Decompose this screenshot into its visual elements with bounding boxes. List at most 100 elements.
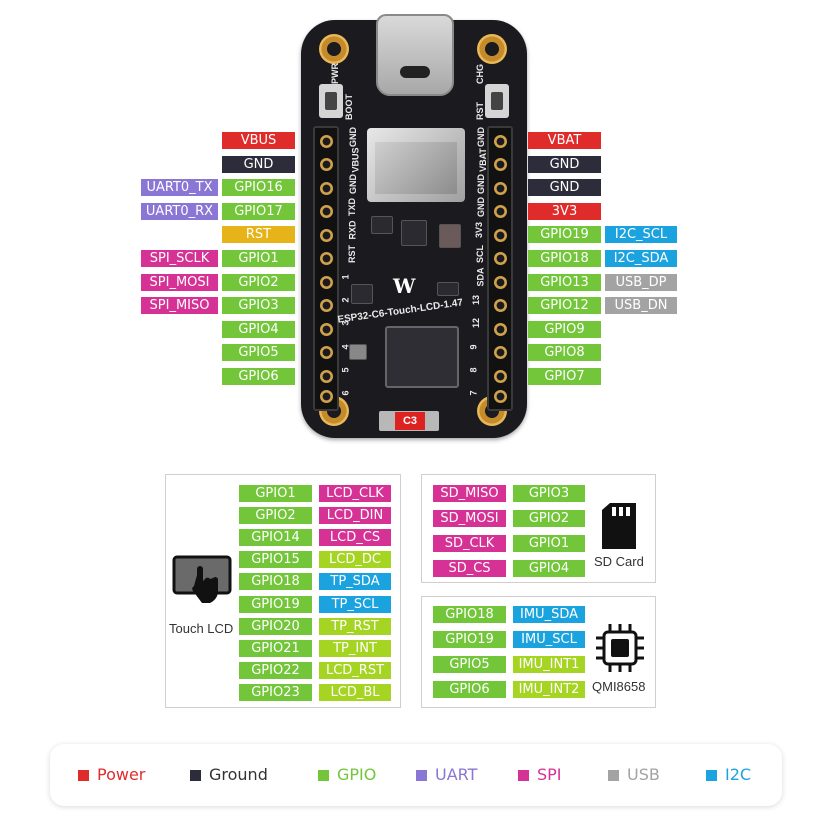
right-pin-gpio7: GPIO7 [528,368,601,385]
lcd-func-label: LCD_BL [319,683,391,701]
sd-card-icon [602,503,636,549]
touch-lcd-caption: Touch LCD [169,621,234,636]
lcd-gpio-label: GPIO21 [239,639,312,657]
legend-label-ground: Ground [209,765,268,784]
silk-right-header-label: 12 [471,318,482,329]
left-pin-vbus: VBUS [222,132,295,149]
component-chip-1 [371,216,393,234]
right-pin-gnd: GND [528,155,601,173]
lcd-gpio-label: GPIO14 [239,529,312,547]
silk-right-header-label: SCL [475,244,485,263]
imu-func-label: IMU_INT1 [513,656,585,673]
sd-gpio-label: GPIO2 [513,510,585,527]
right-pin-3v3: 3V3 [528,202,601,220]
silk-pwr: PWR [330,63,340,84]
imu-func-label: IMU_INT2 [513,681,585,698]
lcd-gpio-label: GPIO2 [239,507,312,525]
left-pin-gpio2: GPIO2 [222,273,295,291]
right-pin-gpio13: GPIO13 [528,273,601,291]
waveshare-logo: W [393,274,416,298]
silk-left-header-label: 1 [340,274,351,280]
right-pin-gpio12: GPIO12 [528,297,601,315]
legend-swatch-ground [190,770,201,781]
right-pin-vbat: VBAT [528,132,601,149]
right-func-usb_dn: USB_DN [605,297,677,315]
silk-left-header-label: 5 [340,367,351,373]
silk-left-header-label: TXD [347,197,357,216]
chip-icon [596,624,644,672]
lcd-func-label: TP_SDA [319,573,391,591]
silk-right-header-label: GND [476,173,486,194]
lcd-func-label: LCD_RST [319,661,391,679]
right-pin-gpio18: GPIO18 [528,250,601,267]
lcd-gpio-label: GPIO18 [239,573,312,591]
sd-func-label: SD_CLK [433,535,506,552]
legend-swatch-spi [518,770,529,781]
right-pin-gpio8: GPIO8 [528,344,601,362]
lcd-func-label: LCD_CLK [319,485,391,502]
lcd-func-label: TP_RST [319,617,391,635]
left-pin-gpio17: GPIO17 [222,202,295,220]
imu-func-label: IMU_SDA [513,606,585,623]
silk-right-header-label: VBAT [477,148,488,173]
silk-right-header-label: GND [476,196,486,217]
legend-label-power: Power [97,765,146,784]
silk-left-header-label: GND [348,127,358,147]
component-chip-4 [351,284,373,304]
silk-right-header-label: 3V3 [474,222,485,239]
left-pin-gpio4: GPIO4 [222,320,295,338]
component-chip-5 [437,282,459,296]
lcd-gpio-label: GPIO15 [239,551,312,569]
sd-card-slot [367,128,465,202]
sd-func-label: SD_CS [433,560,506,577]
imu-gpio-label: GPIO18 [433,606,506,623]
legend-label-gpio: GPIO [337,765,377,784]
silk-left-header-label: 2 [340,297,351,303]
left-pin-gpio6: GPIO6 [222,368,295,385]
sd-gpio-label: GPIO1 [513,535,585,552]
left-pin-header [313,126,339,411]
legend-label-uart: UART [435,765,478,784]
silk-left-header-label: RST [347,244,357,263]
antenna: C3 [379,411,439,431]
silk-rst: RST [475,102,485,120]
lcd-func-label: LCD_DC [319,551,391,569]
lcd-gpio-label: GPIO19 [239,595,312,613]
imu-gpio-label: GPIO6 [433,681,506,698]
silk-left-header-label: RXD [347,220,358,240]
lcd-gpio-label: GPIO1 [239,485,312,502]
legend-label-usb: USB [627,765,660,784]
lcd-func-label: TP_SCL [319,595,391,613]
sd-card-caption: SD Card [594,554,644,569]
right-func-i2c_scl: I2C_SCL [605,226,677,244]
right-pin-gpio9: GPIO9 [528,320,601,338]
mounting-hole-top-left [319,34,349,64]
legend-label-i2c: I2C [725,765,752,784]
right-pin-header [487,126,513,411]
lcd-func-label: LCD_CS [319,529,391,547]
boot-button [319,84,343,118]
sd-gpio-label: GPIO4 [513,560,585,577]
reset-button [485,84,509,118]
left-func-spi_miso: SPI_MISO [141,297,218,315]
silk-left-header-label: GND [348,173,358,194]
antenna-label: C3 [395,412,425,430]
right-pin-gpio19: GPIO19 [528,226,601,244]
silk-left-header-label: 6 [340,390,351,396]
component-chip-2 [401,220,427,246]
usb-c-connector [376,14,454,96]
imu-caption: QMI8658 [592,679,646,694]
imu-func-label: IMU_SCL [513,631,585,648]
left-pin-gnd: GND [222,155,295,173]
touch-screen-icon [172,555,232,603]
legend-swatch-i2c [706,770,717,781]
lcd-gpio-label: GPIO23 [239,683,312,701]
silk-boot: BOOT [344,94,354,120]
left-func-spi_sclk: SPI_SCLK [141,250,218,267]
sd-gpio-label: GPIO3 [513,485,585,502]
legend-swatch-usb [608,770,619,781]
